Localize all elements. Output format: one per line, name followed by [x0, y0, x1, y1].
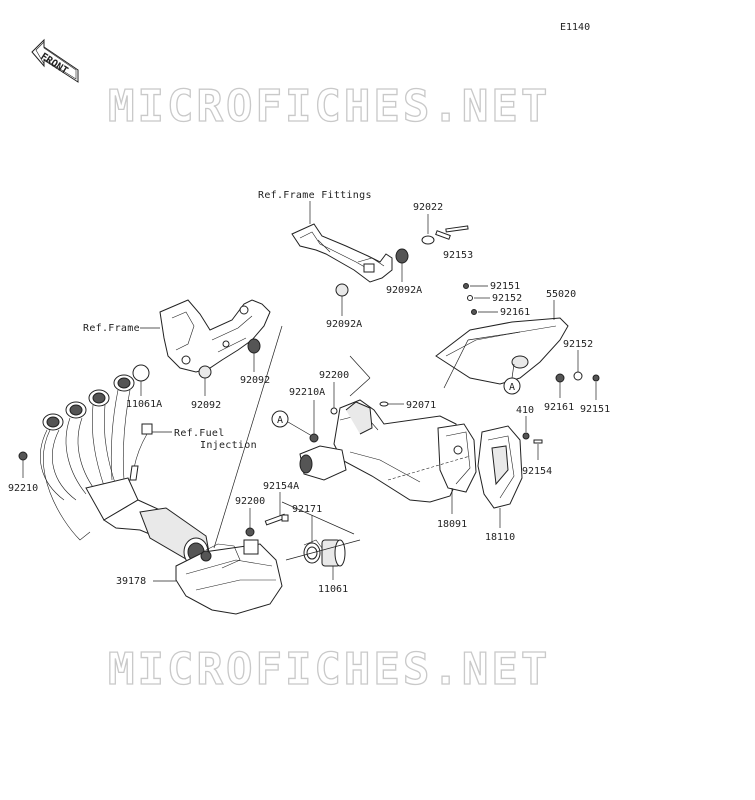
oxygen-sensor	[129, 423, 153, 481]
bolt-92151-right	[592, 374, 600, 382]
nut-92210a	[309, 433, 319, 443]
part-92171: 92171	[292, 504, 322, 515]
gasket-11061a	[132, 364, 150, 382]
part-92154: 92154	[522, 466, 552, 477]
part-39178: 39178	[116, 576, 146, 587]
part-92022: 92022	[413, 202, 443, 213]
watermark-top: MICROFICHES.NET	[108, 81, 550, 132]
part-92154a: 92154A	[263, 481, 299, 492]
grommet-92092a-lower	[335, 283, 349, 297]
ref-frame: Ref.Frame	[83, 323, 140, 334]
part-92152-right: 92152	[563, 339, 593, 350]
part-92200-upper: 92200	[319, 370, 349, 381]
collar-92161-upper	[471, 309, 477, 315]
callout-a-left	[271, 410, 289, 428]
part-92153: 92153	[443, 250, 473, 261]
frame-fittings-bracket	[291, 223, 393, 283]
watermark-bottom: MICROFICHES.NET	[108, 644, 550, 695]
bolt-92153	[435, 225, 469, 240]
part-18091: 18091	[437, 519, 467, 530]
part-410: 410	[516, 405, 534, 416]
bolt-92154	[533, 439, 543, 444]
part-92151-upper: 92151	[490, 281, 520, 292]
part-92161-upper: 92161	[500, 307, 530, 318]
part-92161-right: 92161	[544, 402, 574, 413]
part-92200-lower: 92200	[235, 496, 265, 507]
washer-92152-right	[573, 371, 583, 381]
nut-410	[522, 432, 530, 440]
washer-92022	[421, 235, 435, 245]
silencer-body	[299, 399, 463, 503]
exhaust-header	[40, 374, 211, 567]
ref-fuel-line1: Ref.Fuel	[174, 428, 225, 439]
callout-a-right-label: A	[509, 382, 515, 393]
part-18110: 18110	[485, 532, 515, 543]
front-arrow-icon: FRONT	[31, 38, 79, 83]
callout-a-left-label: A	[277, 415, 283, 426]
grommet-92092-left	[198, 365, 212, 379]
part-11061: 11061	[318, 584, 348, 595]
part-92071: 92071	[406, 400, 436, 411]
ref-fuel-line2: Injection	[200, 440, 257, 451]
part-92092-right: 92092	[240, 375, 270, 386]
collar-92161-right	[555, 373, 565, 383]
grommet-92092-right	[247, 338, 261, 354]
washer-92200-upper	[330, 407, 338, 415]
part-92092-left: 92092	[191, 400, 221, 411]
exhaust-chamber-39178	[175, 539, 283, 615]
gasket-11061	[321, 539, 346, 567]
part-55020: 55020	[546, 289, 576, 300]
heat-cover-55020	[435, 317, 569, 385]
clamp-92171	[303, 539, 323, 564]
washer-92200-lower	[245, 527, 255, 537]
band-92071	[379, 401, 389, 407]
frame-bracket	[159, 299, 271, 373]
end-cap-gasket-18091	[437, 423, 477, 493]
part-92151-right: 92151	[580, 404, 610, 415]
ref-frame-fittings: Ref.Frame Fittings	[258, 190, 372, 201]
bolt-92154a	[264, 513, 289, 526]
grommet-92092a-upper	[395, 248, 409, 264]
nut-92210	[18, 451, 28, 461]
part-92092a-upper: 92092A	[386, 285, 422, 296]
part-11061a: 11061A	[126, 399, 162, 410]
diagram-code: E1140	[560, 22, 590, 33]
end-cover-18110	[477, 425, 523, 509]
washer-92152-upper	[467, 295, 473, 301]
bolt-92151-upper	[463, 283, 469, 289]
part-92210a: 92210A	[289, 387, 325, 398]
part-92210: 92210	[8, 483, 38, 494]
part-92092a-lower: 92092A	[326, 319, 362, 330]
part-92152-upper: 92152	[492, 293, 522, 304]
